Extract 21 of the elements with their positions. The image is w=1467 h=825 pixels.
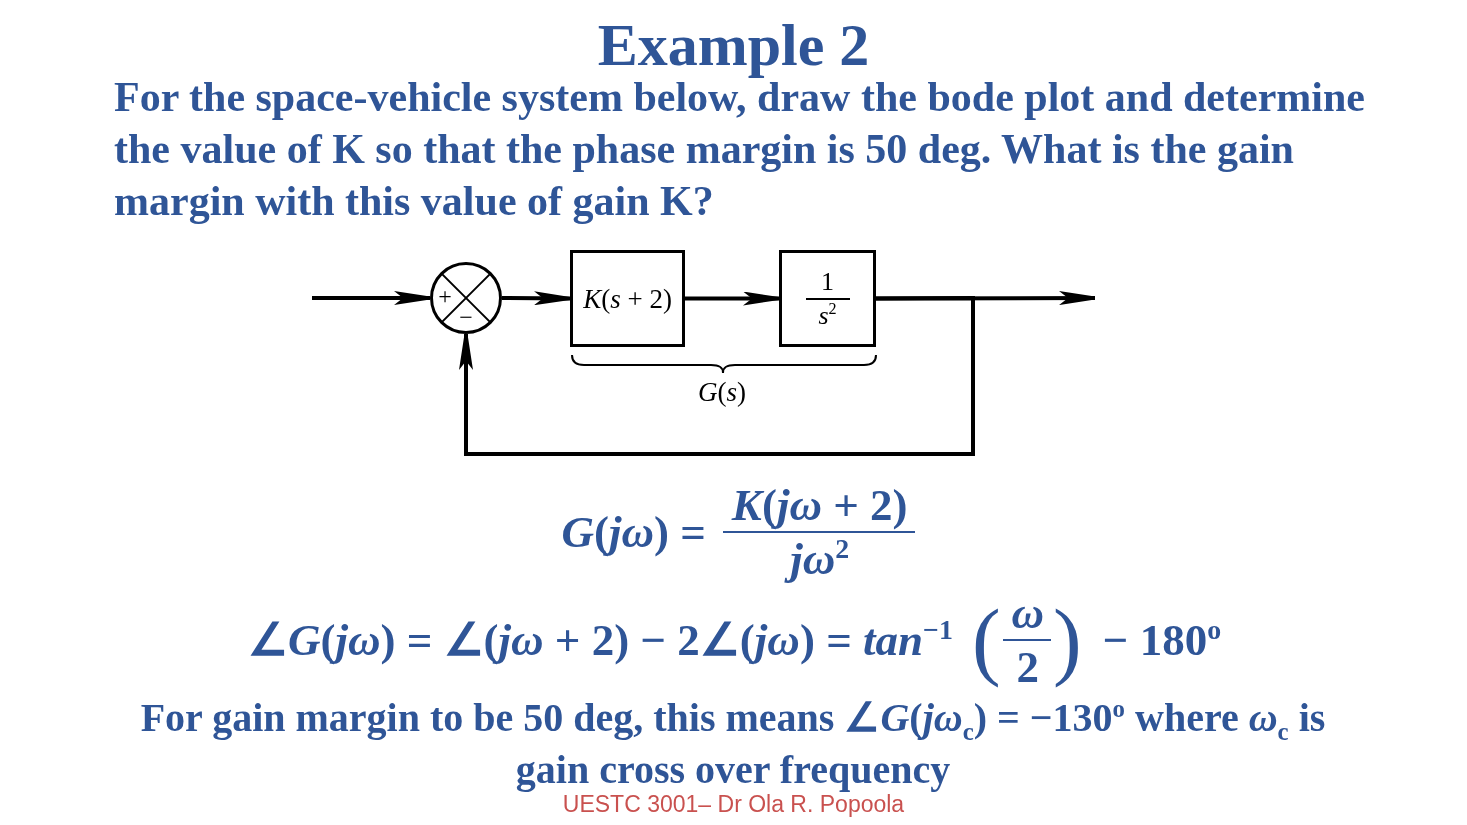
slide-title: Example 2 [597,12,870,78]
transfer-function-block [779,250,876,347]
numerator: ω [1010,588,1046,638]
footer-text: UESTC 3001– Dr Ola R. Popoola [562,791,905,818]
denominator: jω$^{2}$ [781,534,857,584]
denominator: 2 [1015,642,1041,692]
block-label: K(s + 2) [582,282,673,315]
numerator: K(jω + 2) [730,480,909,530]
equation-text: − 180$^{o}$ [1101,615,1223,665]
equation-text: ∠G(jω) = ∠(jω + 2) − 2∠(jω) = tan$^{−1}$ [246,615,954,665]
right-parenthesis: ) [1052,592,1083,688]
transfer-function-block [570,250,685,347]
bracket-label: G(s) [698,376,746,408]
denominator: s$^{2}$ [817,301,838,330]
plus-sign: + [438,284,452,308]
equation-text: G(jω) = [560,507,707,557]
note-text: For gain margin to be 50 deg, this means ∠G(jω$_{c}$) = −130$^{o}$ where ω$_{c}$ is gain cross over frequency [139,693,1327,794]
numerator: 1 [820,267,835,296]
left-parenthesis: ( [970,592,1002,688]
summing-junction [430,262,502,334]
minus-sign: − [459,305,473,329]
